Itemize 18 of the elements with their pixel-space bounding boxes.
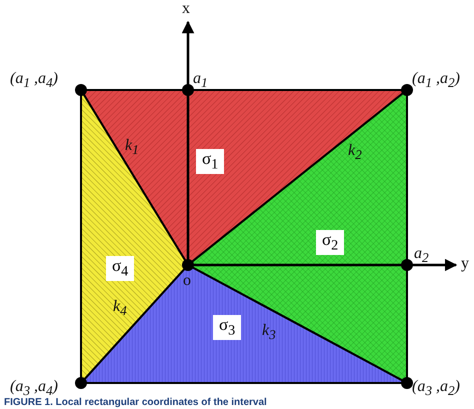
axis-tick-label: a$_{2}$ [414, 245, 429, 268]
figure-caption: FIGURE 1. Local rectangular coordinates of the interval [4, 397, 267, 408]
axis-label: x [182, 0, 190, 18]
axis-label: y [461, 255, 469, 273]
line-label: k$_{4}$ [113, 298, 127, 320]
line-label: k$_{1}$ [125, 137, 139, 160]
axis-tick-label: a$_{1}$ [193, 70, 208, 92]
region-label: σ$_{2}$ [316, 230, 344, 256]
coordinate-label: (a$_{3}$ ,a$_{2}$) [412, 378, 460, 400]
coordinate-label: (a$_{1}$ ,a$_{4}$) [10, 70, 58, 92]
region-label: σ$_{4}$ [106, 256, 134, 282]
line-label: k$_{2}$ [348, 142, 362, 164]
line-label: k$_{3}$ [262, 322, 276, 344]
region-label: σ$_{3}$ [213, 315, 242, 340]
coordinate-label: (a$_{3}$ ,a$_{4}$) [10, 378, 58, 398]
origin-label: o [183, 272, 191, 290]
coordinate-label: (a$_{1}$ ,a$_{2}$) [412, 70, 460, 92]
region-label: σ$_{1}$ [196, 149, 224, 174]
